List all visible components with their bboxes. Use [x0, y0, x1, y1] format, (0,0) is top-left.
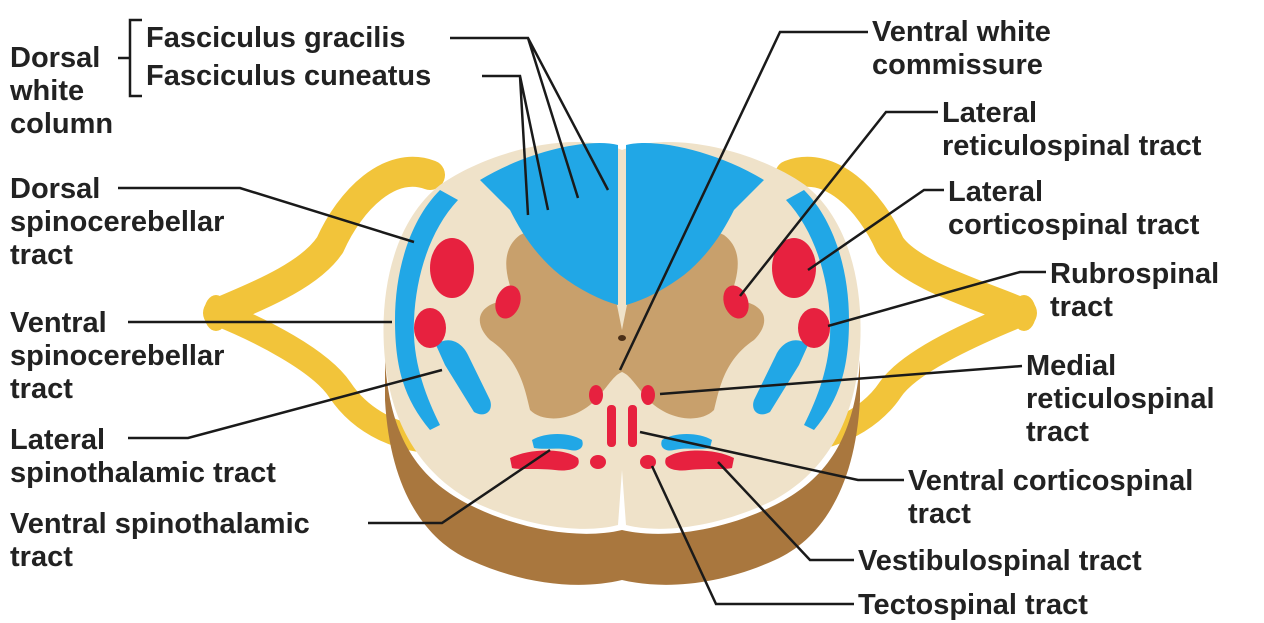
label-line: reticulospinal [1026, 383, 1215, 416]
label-line: reticulospinal tract [942, 130, 1201, 163]
right-medial-reticulospinal-region [641, 385, 655, 405]
label-line: Fasciculus gracilis [146, 22, 406, 55]
label-line: Dorsal [10, 42, 113, 75]
label-line: tract [1026, 416, 1215, 449]
left-ventral-corticospinal-region [607, 405, 616, 447]
label-line: Lateral [948, 176, 1199, 209]
label-line: spinothalamic tract [10, 457, 276, 490]
label-ventral-spinocerebellar: Ventral spinocerebellar tract [10, 307, 224, 406]
label-ventral-corticospinal: Ventral corticospinal tract [908, 465, 1193, 531]
label-line: spinocerebellar [10, 206, 224, 239]
label-rubrospinal: Rubrospinal tract [1050, 258, 1219, 324]
left-medial-reticulospinal-region [589, 385, 603, 405]
label-dorsal-spinocerebellar: Dorsal spinocerebellar tract [10, 173, 224, 272]
label-line: tract [10, 239, 224, 272]
label-line: Ventral corticospinal [908, 465, 1193, 498]
label-lateral-reticulospinal: Lateral reticulospinal tract [942, 97, 1201, 163]
label-line: white [10, 75, 113, 108]
label-line: Ventral [10, 307, 224, 340]
central-canal [618, 335, 626, 341]
label-ventral-spinothalamic: Ventral spinothalamic tract [10, 508, 310, 574]
label-line: tract [908, 498, 1193, 531]
label-fasciculus-gracilis: Fasciculus gracilis [146, 22, 406, 55]
right-root-end [1012, 295, 1036, 331]
right-ventral-corticospinal-region [628, 405, 637, 447]
right-rubrospinal-region [798, 308, 830, 348]
label-line: Lateral [942, 97, 1201, 130]
label-line: Lateral [10, 424, 276, 457]
label-line: Tectospinal tract [858, 589, 1088, 622]
label-medial-reticulospinal: Medial reticulospinal tract [1026, 350, 1215, 449]
label-lateral-corticospinal: Lateral corticospinal tract [948, 176, 1199, 242]
label-line: tract [10, 541, 310, 574]
label-line: Vestibulospinal tract [858, 545, 1142, 578]
label-line: spinocerebellar [10, 340, 224, 373]
label-tectospinal: Tectospinal tract [858, 589, 1088, 622]
label-line: Dorsal [10, 173, 224, 206]
label-dorsal-white-column: Dorsal white column [10, 42, 113, 141]
left-rubrospinal-region [414, 308, 446, 348]
label-ventral-white-commissure: Ventral white commissure [872, 16, 1051, 82]
label-line: Ventral spinothalamic [10, 508, 310, 541]
left-lateral-corticospinal-region [430, 238, 474, 298]
left-tectospinal-region [590, 455, 606, 469]
label-line: tract [1050, 291, 1219, 324]
label-lateral-spinothalamic: Lateral spinothalamic tract [10, 424, 276, 490]
label-line: column [10, 108, 113, 141]
label-line: Medial [1026, 350, 1215, 383]
label-vestibulospinal: Vestibulospinal tract [858, 545, 1142, 578]
label-line: Ventral white [872, 16, 1051, 49]
label-line: Rubrospinal [1050, 258, 1219, 291]
label-line: tract [10, 373, 224, 406]
dorsal-white-column-bracket [130, 20, 142, 96]
label-line: corticospinal tract [948, 209, 1199, 242]
label-line: commissure [872, 49, 1051, 82]
label-fasciculus-cuneatus: Fasciculus cuneatus [146, 60, 431, 93]
label-line: Fasciculus cuneatus [146, 60, 431, 93]
